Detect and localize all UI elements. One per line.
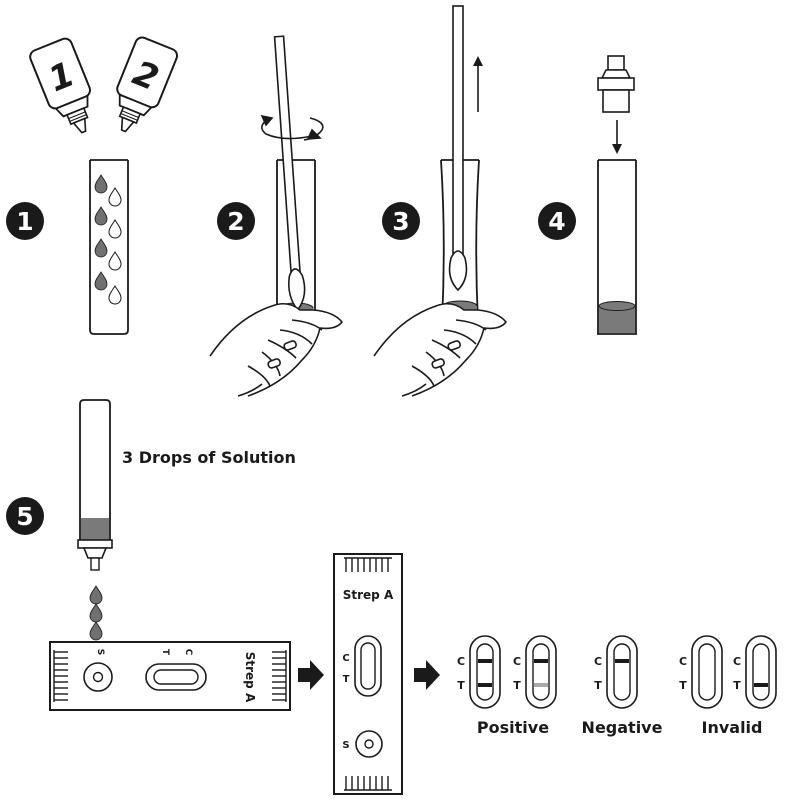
svg-text:C: C <box>733 655 741 668</box>
svg-text:C: C <box>457 655 465 668</box>
step-3-number-icon: 3 <box>382 202 420 240</box>
control-mark: C <box>183 649 193 656</box>
test-line <box>478 683 492 687</box>
svg-text:5: 5 <box>16 502 33 531</box>
svg-text:T: T <box>513 679 521 692</box>
test-cassette-horizontal: S T C Strep A <box>49 641 291 711</box>
svg-text:4: 4 <box>548 207 565 236</box>
sample-well-icon <box>83 662 113 692</box>
drops-instruction-caption: 3 Drops of Solution <box>122 448 296 467</box>
dropper-cap-icon <box>597 55 635 113</box>
step-5-number-icon: 5 <box>6 497 44 535</box>
invalid-label: Invalid <box>702 718 763 737</box>
falling-drops-icon <box>89 585 103 641</box>
cassette-vertical-control-mark: C <box>342 653 349 664</box>
control-line <box>534 659 548 663</box>
step-5-group: 5 3 Drops of Solution <box>6 399 777 795</box>
step-2-group: 2 <box>209 35 343 397</box>
svg-text:T: T <box>733 679 741 692</box>
sample-well-vertical-icon <box>355 730 383 758</box>
cassette-name-label: Strep A <box>243 652 257 703</box>
control-line <box>478 659 492 663</box>
reagent-bottle-2-icon: 2 <box>116 36 179 133</box>
svg-text:C: C <box>513 655 521 668</box>
svg-text:C: C <box>594 655 602 668</box>
step-2-number-icon: 2 <box>217 202 255 240</box>
result-positive-strong: C T <box>457 635 501 709</box>
result-positive-faint: C T <box>513 635 557 709</box>
cassette-grip-right-icon <box>272 650 287 702</box>
test-mark: T <box>160 649 170 656</box>
cassette-vertical-test-mark: T <box>343 674 350 685</box>
result-invalid-test-only: C T <box>733 635 777 709</box>
right-arrow-2-icon <box>414 660 440 690</box>
step-1-number-icon: 1 <box>6 202 44 240</box>
step-4-number-icon: 4 <box>538 202 576 240</box>
faint-test-line <box>534 683 548 687</box>
svg-text:C: C <box>679 655 687 668</box>
right-arrow-icon <box>298 660 324 690</box>
cassette-vertical-name-label: Strep A <box>343 588 394 602</box>
test-line <box>754 683 768 687</box>
negative-label: Negative <box>582 718 663 737</box>
cassette-grip-left-icon <box>53 650 68 702</box>
hand-squeezing-tube-2-icon <box>373 302 507 397</box>
svg-text:T: T <box>679 679 687 692</box>
test-cassette-vertical: Strep A C T S <box>333 553 403 795</box>
result-invalid-none: C T <box>679 635 723 709</box>
inverted-dropper-tube-icon <box>77 399 113 571</box>
swab-withdrawn-icon <box>448 5 468 292</box>
positive-label: Positive <box>477 718 549 737</box>
rotate-arrow-icon <box>260 114 324 141</box>
hand-squeezing-tube-icon <box>209 302 343 397</box>
step-4-group: 4 <box>538 55 637 335</box>
cassette-grip-bottom-icon <box>344 776 392 791</box>
svg-text:T: T <box>457 679 465 692</box>
reagent-bottle-1-icon: 1 <box>29 37 91 134</box>
sample-mark: S <box>95 649 105 655</box>
svg-text:1: 1 <box>16 207 33 236</box>
control-line <box>615 659 629 663</box>
cassette-vertical-sample-mark: S <box>342 740 349 751</box>
tube-with-liquid-icon <box>597 159 637 335</box>
swab-stick-icon <box>273 35 306 312</box>
svg-text:2: 2 <box>227 207 244 236</box>
cassette-grip-top-icon <box>344 557 392 572</box>
svg-text:T: T <box>594 679 602 692</box>
down-arrow-icon <box>612 120 622 154</box>
test-tube-with-drops-icon <box>89 159 129 335</box>
up-arrow-icon <box>473 56 483 112</box>
result-negative: C T <box>594 635 638 709</box>
svg-text:3: 3 <box>392 207 409 236</box>
step-3-group: 3 <box>373 5 507 397</box>
step-1-group: 1 1 2 <box>6 36 179 335</box>
